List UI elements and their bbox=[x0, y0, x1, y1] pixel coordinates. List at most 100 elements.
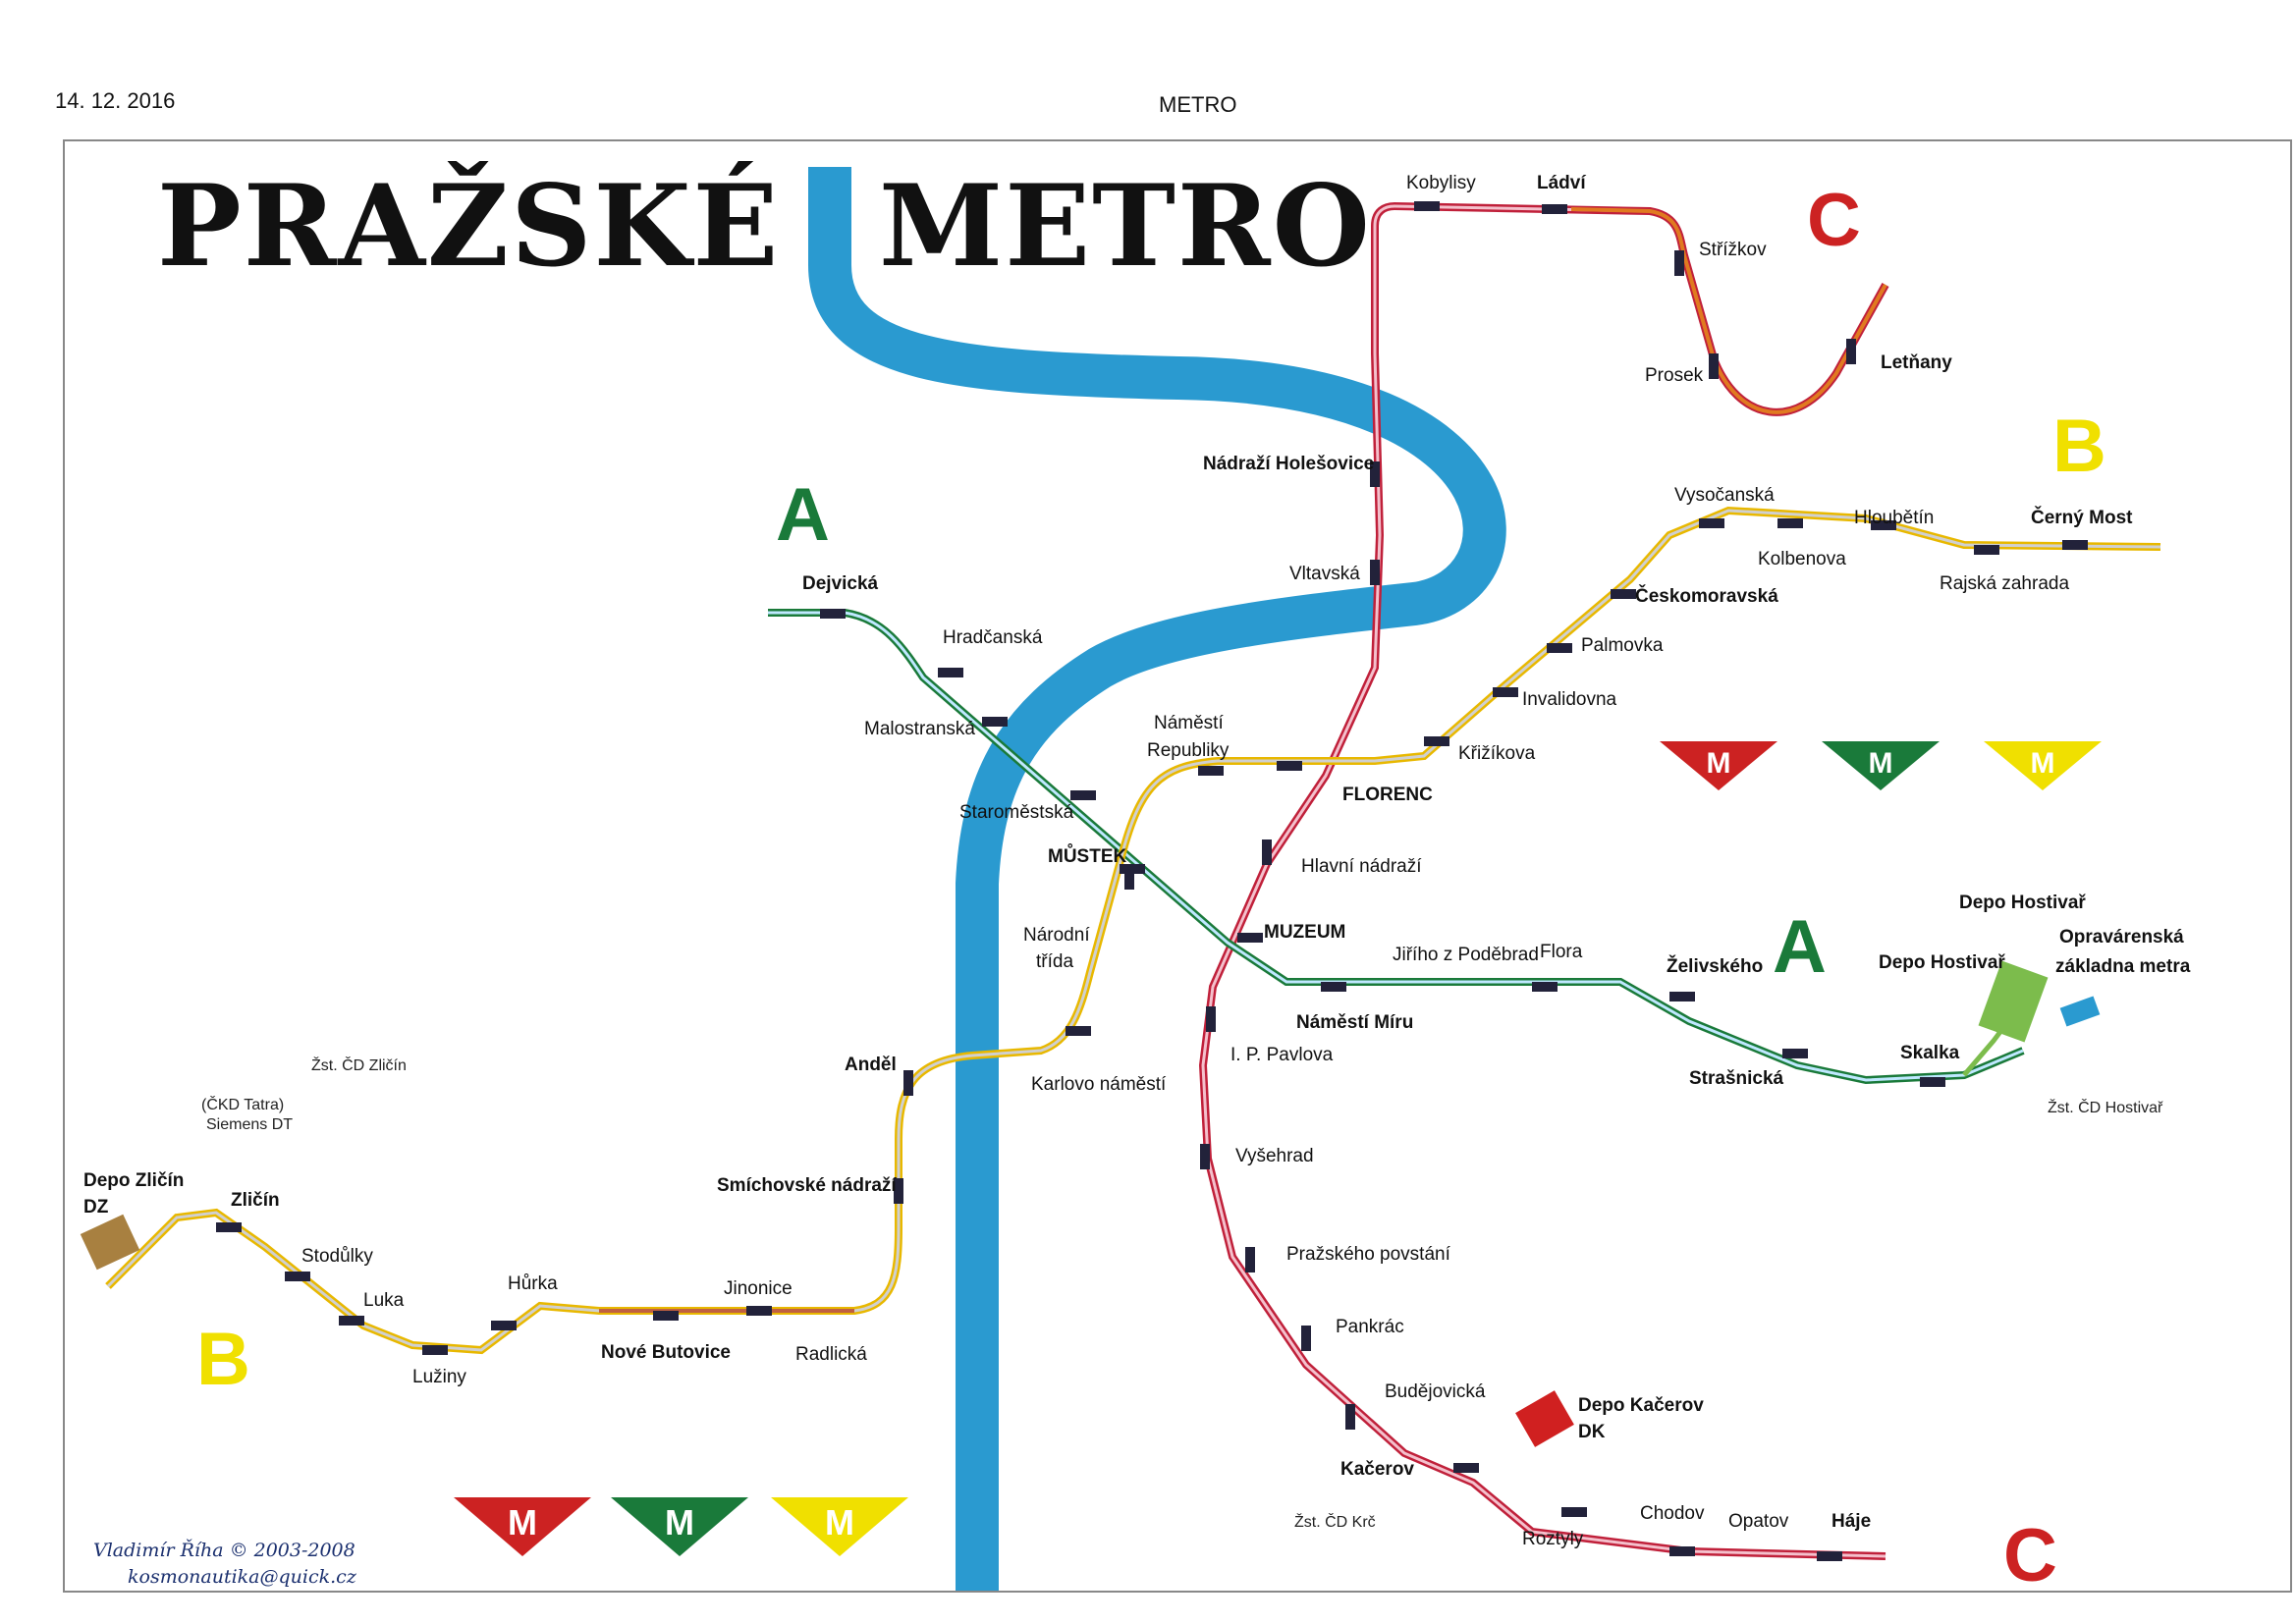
station-namesti-republiky-2: Republiky bbox=[1147, 740, 1230, 761]
title-prazske: PRAŽSKÉ bbox=[157, 160, 780, 292]
station-palmovka: Palmovka bbox=[1581, 635, 1664, 656]
svg-text:M: M bbox=[2031, 747, 2055, 780]
station-flora: Flora bbox=[1540, 942, 1583, 962]
station-zelivskeho: Želivského bbox=[1667, 955, 1763, 977]
station-vltavska: Vltavská bbox=[1289, 564, 1360, 584]
station-markers bbox=[216, 201, 2088, 1561]
logo-green-icon: M bbox=[1822, 741, 1940, 790]
station-budejovicka: Budějovická bbox=[1385, 1381, 1486, 1402]
station-invalidovna: Invalidovna bbox=[1522, 689, 1617, 710]
line-a-inner bbox=[768, 611, 2024, 1082]
label-siemens-dt: Siemens DT bbox=[206, 1116, 293, 1133]
svg-text:M: M bbox=[1707, 747, 1731, 780]
line-b-inner bbox=[106, 509, 2161, 1352]
logo-green-bottom-icon: M bbox=[611, 1497, 748, 1556]
depot-kacerov-building bbox=[1515, 1390, 1574, 1447]
signature-line2: kosmonautika@quick.cz bbox=[128, 1566, 357, 1588]
station-roztyly: Roztyly bbox=[1522, 1529, 1584, 1549]
river-vltava bbox=[808, 167, 1506, 1591]
station-cerny-most: Černý Most bbox=[2031, 507, 2133, 528]
svg-text:M: M bbox=[1869, 747, 1893, 780]
station-narodni-trida-2: třída bbox=[1036, 951, 1073, 972]
station-strizkov: Střížkov bbox=[1699, 240, 1767, 260]
station-muzeum: MUZEUM bbox=[1264, 922, 1345, 943]
station-ceskomoravska: Českomoravská bbox=[1635, 585, 1778, 607]
svg-text:M: M bbox=[825, 1502, 854, 1543]
station-vysocanska: Vysočanská bbox=[1674, 485, 1775, 506]
depot-hostivar-building bbox=[1978, 960, 2049, 1043]
station-vysehrad: Vyšehrad bbox=[1235, 1146, 1314, 1166]
line-letter-b-left: B bbox=[196, 1318, 250, 1401]
station-skalka: Skalka bbox=[1900, 1043, 1960, 1063]
station-florenc: FLORENC bbox=[1342, 785, 1433, 805]
line-letter-a-right: A bbox=[1773, 905, 1827, 989]
label-zst-cd-zlicin: Žst. ČD Zličín bbox=[311, 1056, 407, 1074]
label-ckd-tatra: (ČKD Tatra) bbox=[201, 1095, 284, 1113]
station-opravarenska-2: základna metra bbox=[2055, 956, 2191, 977]
station-chodov: Chodov bbox=[1640, 1503, 1705, 1524]
logo-red-icon: M bbox=[1660, 741, 1777, 790]
station-jinonice: Jinonice bbox=[724, 1278, 793, 1299]
station-hloubetin: Hloubětín bbox=[1854, 508, 1934, 528]
station-jiriho-z-podebrad: Jiřího z Poděbrad bbox=[1393, 945, 1539, 965]
station-opravarenska-1: Opravárenská bbox=[2059, 927, 2184, 947]
station-prosek: Prosek bbox=[1645, 365, 1704, 386]
signature-line1: Vladimír Říha © 2003-2008 bbox=[93, 1539, 355, 1561]
label-zst-cd-hostivar: Žst. ČD Hostivař bbox=[2048, 1098, 2163, 1116]
station-depo-hostivar-2: Depo Hostivař bbox=[1879, 952, 2005, 973]
station-letnany: Letňany bbox=[1881, 352, 1952, 373]
map-frame bbox=[63, 139, 2292, 1593]
station-radlicka: Radlická bbox=[795, 1344, 867, 1365]
station-nadrazi-holesovice: Nádraží Holešovice bbox=[1203, 454, 1374, 474]
logo-yellow-icon: M bbox=[1984, 741, 2102, 790]
station-dejvicka: Dejvická bbox=[802, 573, 879, 594]
logo-yellow-bottom-icon: M bbox=[771, 1497, 908, 1556]
logo-red-bottom-icon: M bbox=[454, 1497, 591, 1556]
station-haje: Háje bbox=[1831, 1511, 1871, 1532]
header-title: METRO bbox=[1159, 92, 1237, 117]
station-prazskeho-povstani: Pražského povstání bbox=[1286, 1244, 1451, 1265]
line-letter-b-top: B bbox=[2052, 405, 2106, 488]
station-pankrac: Pankrác bbox=[1336, 1317, 1404, 1337]
line-letter-c-bottom: C bbox=[2003, 1514, 2057, 1597]
line-c-north-orange bbox=[1570, 207, 1887, 414]
station-hurka: Hůrka bbox=[508, 1273, 558, 1294]
station-stodulky: Stodůlky bbox=[301, 1246, 373, 1267]
station-opatov: Opatov bbox=[1728, 1511, 1789, 1532]
station-hlavni-nadrazi: Hlavní nádraží bbox=[1301, 856, 1422, 877]
station-depo-kacerov-1: Depo Kačerov bbox=[1578, 1395, 1704, 1416]
station-luziny: Lužiny bbox=[412, 1367, 466, 1387]
station-malostranska: Malostranská bbox=[864, 719, 975, 739]
svg-text:M: M bbox=[508, 1502, 537, 1543]
station-nove-butovice: Nové Butovice bbox=[601, 1342, 731, 1363]
depot-hostivar-workshop bbox=[2059, 996, 2101, 1027]
label-zst-cd-krc: Žst. ČD Krč bbox=[1294, 1512, 1376, 1531]
station-mustek: MŮSTEK bbox=[1048, 844, 1127, 867]
station-namesti-miru: Náměstí Míru bbox=[1296, 1012, 1413, 1033]
station-andel: Anděl bbox=[845, 1055, 897, 1075]
station-strasnicka: Strašnická bbox=[1689, 1068, 1784, 1089]
station-smichovske-nadrazi: Smíchovské nádraží bbox=[717, 1175, 897, 1196]
title-metro: METRO bbox=[879, 160, 1372, 292]
station-depo-zlicin-2: DZ bbox=[83, 1197, 109, 1218]
station-rajska-zahrada: Rajská zahrada bbox=[1940, 573, 2069, 594]
station-krizikova: Křižíkova bbox=[1458, 743, 1536, 764]
station-depo-zlicin-1: Depo Zličín bbox=[83, 1170, 184, 1191]
station-kacerov: Kačerov bbox=[1340, 1459, 1414, 1480]
station-hradcanska: Hradčanská bbox=[943, 627, 1043, 648]
svg-text:M: M bbox=[665, 1502, 694, 1543]
station-ip-pavlova: I. P. Pavlova bbox=[1230, 1045, 1334, 1065]
station-kobylisy: Kobylisy bbox=[1406, 173, 1476, 193]
station-luka: Luka bbox=[363, 1290, 405, 1311]
depot-zlicin-building bbox=[80, 1214, 140, 1271]
station-karlovo-namesti: Karlovo náměstí bbox=[1031, 1074, 1167, 1095]
station-depo-hostivar: Depo Hostivař bbox=[1959, 893, 2086, 913]
station-namesti-republiky-1: Náměstí bbox=[1154, 713, 1224, 733]
station-staromestska: Staroměstská bbox=[959, 802, 1074, 823]
station-depo-kacerov-2: DK bbox=[1578, 1422, 1606, 1442]
station-narodni-trida-1: Národní bbox=[1023, 925, 1090, 946]
line-letter-a-top: A bbox=[776, 473, 830, 557]
header-date: 14. 12. 2016 bbox=[55, 88, 176, 113]
line-letter-c-top: C bbox=[1807, 179, 1861, 262]
